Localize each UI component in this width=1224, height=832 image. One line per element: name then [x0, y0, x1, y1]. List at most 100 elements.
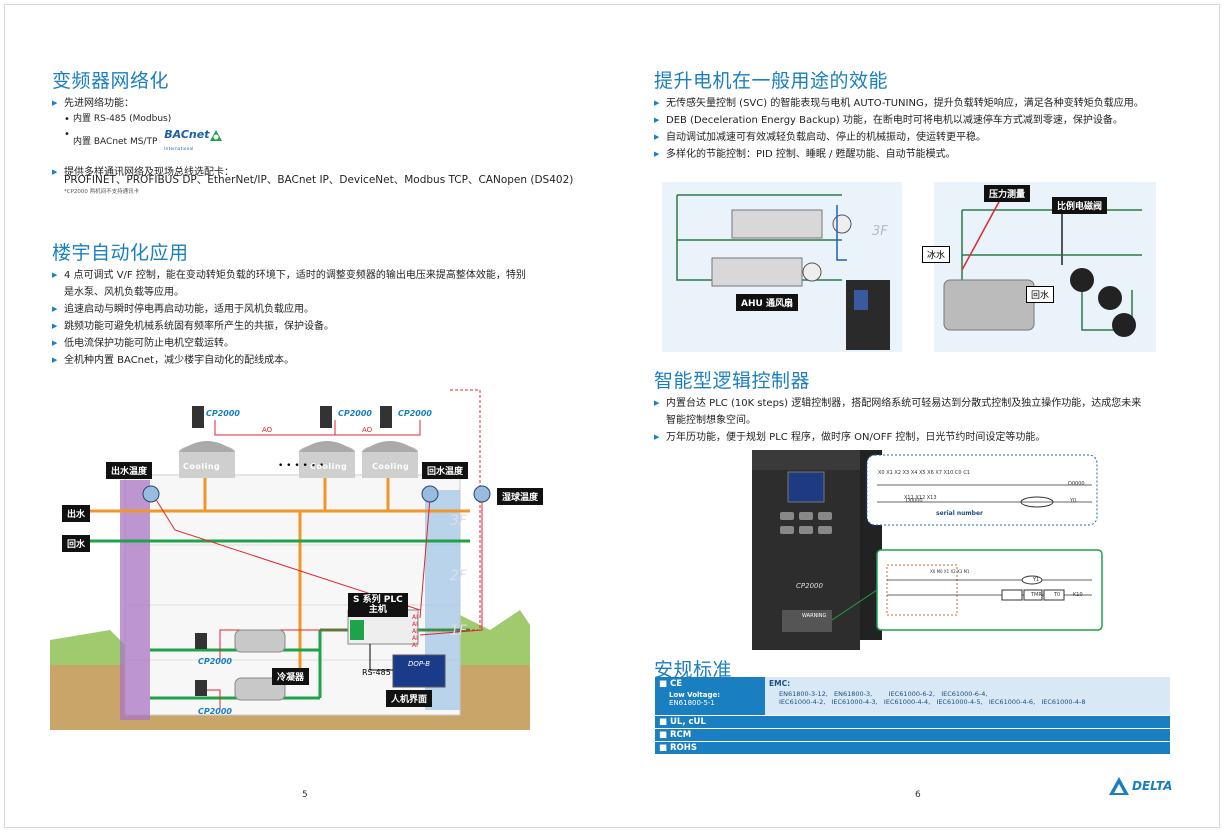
drive-signal-line [836, 205, 847, 261]
hmi-icon [392, 654, 446, 688]
ao-label-2: AO [362, 426, 373, 434]
right-page: 提升电机在一般用途的效能 无传感矢量控制 (SVC) 的智能表现与电机 AUTO… [612, 0, 1224, 832]
y1-coil-icon [1021, 575, 1043, 585]
plc-item-1: 内置台达 PLC (10K steps) 逻辑控制器，搭配网络系统可轻易达到分散… [654, 395, 1144, 429]
chiller-icon [234, 629, 286, 653]
bacnet-logo: BACnet International [164, 127, 223, 156]
tmr-box [1001, 589, 1023, 601]
motor-icon [1098, 286, 1122, 310]
pump-icon [195, 680, 207, 696]
rs485-label: RS-485 [362, 668, 391, 677]
cooling-tower-1 [179, 441, 235, 478]
drive-top [752, 450, 860, 470]
building-item-3: 跳频功能可避免机械系统固有频率所产生的共振，保护设备。 [52, 318, 532, 335]
cooling-label-3: Cooling [372, 462, 410, 471]
temp-sensor-icon [421, 485, 439, 503]
left-page: 变频器网络化 先进网络功能： 内置 RS-485 (Modbus) 内置 BAC… [0, 0, 612, 832]
ladder-panel-bottom [876, 549, 1103, 631]
pump-icon [195, 633, 207, 649]
protocol-note: *CP2000 两机间不支持通讯卡 [64, 189, 140, 195]
section-title-network: 变频器网络化 [52, 70, 170, 92]
cp2000-label-4: CP2000 [198, 657, 232, 666]
drive-lcd [787, 471, 825, 503]
plc-signal-line [219, 629, 350, 660]
chiller-icon [943, 279, 1035, 331]
cert-ce-col: ■ CE Low Voltage: EN61800-5-1 [655, 677, 765, 715]
ladder-header: X0 X1 X2 X3 X4 X5 X6 X7 X10 C0 C1 [878, 470, 970, 476]
ladder-code-3: Y0 [1070, 498, 1077, 504]
drive-icon [380, 406, 392, 428]
chilled-water-label: 冰水 [922, 246, 951, 263]
cert-row-ce: ■ CE Low Voltage: EN61800-5-1 EMC: EN618… [655, 677, 1170, 715]
drive-warning-text: WARNING [802, 613, 827, 619]
plc-label: S 系列 PLC 主机 [348, 593, 408, 617]
ladder-box-k10: K10 [1073, 592, 1083, 598]
motor-icon [1112, 313, 1136, 337]
pressure-label: 压力测量 [984, 185, 1031, 202]
building-item-1: 4 点可调式 V/F 控制，能在变动转矩负载的环境下，适时的调整变频器的输出电压… [52, 267, 532, 301]
cp2000-label-1: CP2000 [206, 409, 240, 418]
return-temp-label: 回水温度 [422, 462, 469, 479]
motor-item-3: 自动调试加减速可有效减轻负载启动、停止的机械振动，使运转更平稳。 [654, 129, 1184, 146]
cert-ce: ■ CE [659, 679, 683, 689]
section-title-plc: 智能型逻辑控制器 [654, 370, 811, 392]
drive-icon [320, 406, 332, 428]
section-title-building: 楼宇自动化应用 [52, 242, 189, 264]
building-item-5: 全机种内置 BACnet，减少楼宇自动化的配线成本。 [52, 352, 532, 369]
bacnet-logo-icon [210, 130, 223, 141]
cp2000-label-3: CP2000 [398, 409, 432, 418]
cert-emc: EMC: [769, 679, 791, 688]
drive-brand: CP2000 [796, 582, 823, 590]
temp-sensor-icon [142, 485, 160, 503]
cp2000-label-2: CP2000 [338, 409, 372, 418]
drive-icon [192, 406, 204, 428]
cert-emc-line1: EN61800-3-12, EN61800-3, IEC61000-6-2, I… [779, 690, 988, 698]
cert-low-voltage-std: EN61800-5-1 [669, 699, 715, 707]
network-sub-1: 内置 RS-485 (Modbus) [64, 112, 572, 127]
section-title-motor: 提升电机在一般用途的效能 [654, 70, 889, 92]
fan-icon [832, 214, 852, 234]
return-water-label: 回水 [62, 535, 91, 552]
delta-logo-text: DELTA [1132, 779, 1173, 793]
motor-item-4: 多样化的节能控制：PID 控制、睡眠 / 甦醒功能、自动节能模式。 [654, 146, 1184, 163]
ao-line [214, 420, 421, 436]
ahu-chiller-diagram: 3F [662, 182, 1156, 352]
wet-bulb-label: 湿球温度 [497, 488, 544, 505]
outlet-water-label: 出水 [62, 505, 91, 522]
coil-icon [1020, 496, 1054, 508]
ladder-panel-top [866, 454, 1098, 526]
ladder-code-1: D0000 [1068, 481, 1085, 487]
temp-signal-line [419, 497, 431, 619]
floor-label-3f: 3F [450, 513, 468, 529]
pressure-arrow [961, 199, 1001, 271]
cp2000-label-5: CP2000 [198, 707, 232, 716]
tower-dots: • • • • • • [278, 461, 324, 471]
network-bullet-1: 先进网络功能： 内置 RS-485 (Modbus) 内置 BACnet MS/… [52, 95, 572, 156]
drive-key-icon [780, 512, 794, 520]
hmi-brand: DOP-B [408, 660, 431, 668]
fan-icon [802, 262, 822, 282]
cert-row-ul: ■ UL, cUL [655, 716, 1170, 728]
cert-row-rcm: ■ RCM [655, 729, 1170, 741]
motor-item-2: DEB (Deceleration Energy Backup) 功能，在断电时… [654, 112, 1184, 129]
floor-label-1f: 1F [450, 623, 468, 639]
wetbulb-sensor-icon [473, 485, 491, 503]
delta-logo: DELTA [1108, 776, 1172, 796]
section-title-safety: 安规标准 [654, 659, 733, 681]
plc-item-2: 万年历功能，便于规划 PLC 程序，做时序 ON/OFF 控制，日光节约时间设定… [654, 429, 1144, 446]
drive-key-icon [780, 526, 794, 534]
drive-display [854, 290, 868, 310]
drive-key-icon [799, 512, 813, 520]
ahu-label: AHU 通风扇 [736, 294, 798, 311]
building-item-4: 低电流保护功能可防止电机空载运转。 [52, 335, 532, 352]
chill-pipe [1081, 290, 1133, 331]
page-number-right: 6 [915, 790, 921, 800]
cooling-tower-2 [299, 441, 355, 478]
return-water-label: 回水 [1026, 286, 1055, 303]
floor-label-2f: 2F [450, 568, 468, 584]
cooling-label-2: Cooling [310, 462, 348, 471]
drive-key-icon [818, 512, 832, 520]
network-sub-2: 内置 BACnet MS/TP BACnet International [64, 127, 572, 156]
building-list: 4 点可调式 V/F 控制，能在变动转矩负载的环境下，适时的调整变频器的输出电压… [52, 267, 532, 369]
building-item-2: 追速启动与瞬时停电再启动功能，适用于风机负载应用。 [52, 301, 532, 318]
